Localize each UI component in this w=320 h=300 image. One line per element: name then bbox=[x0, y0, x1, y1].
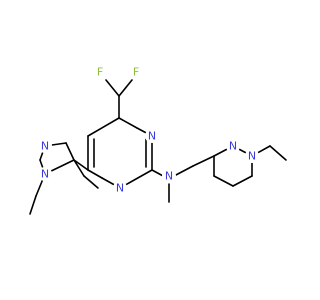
label-n-left-2: N bbox=[41, 168, 49, 181]
bond-right-8 bbox=[269, 145, 287, 161]
bond-pyr-1 bbox=[118, 117, 138, 129]
bond-right-3 bbox=[232, 175, 253, 187]
atom-n-amine: N bbox=[162, 169, 176, 183]
atom-n-right-2: N bbox=[245, 149, 259, 163]
bond-amine-3 bbox=[173, 165, 194, 177]
atom-f2: F bbox=[129, 65, 143, 79]
atom-n-left-2: N bbox=[38, 167, 52, 181]
atom-layer: F F N N N N N N bbox=[38, 65, 259, 195]
molecule-diagram: F F N N N N N N bbox=[29, 65, 287, 215]
bond-left-2 bbox=[65, 142, 75, 161]
bond-pyr-6 bbox=[87, 169, 103, 179]
label-n-right-2: N bbox=[248, 150, 256, 163]
bond-left-10 bbox=[83, 175, 99, 189]
bond-left-1 bbox=[73, 159, 89, 171]
bond-right-2 bbox=[213, 175, 234, 187]
bond-pyr-8 bbox=[87, 117, 120, 137]
atom-n-right-1: N bbox=[226, 139, 240, 153]
bond-left-8 bbox=[29, 195, 37, 215]
label-n-left-1: N bbox=[41, 140, 49, 153]
atom-n-left-1: N bbox=[38, 139, 52, 153]
bond-amine-4 bbox=[192, 155, 215, 167]
bond-left-9 bbox=[73, 159, 85, 177]
atom-f1: F bbox=[93, 65, 107, 79]
label-n-pyr-bottom: N bbox=[116, 182, 124, 195]
atom-n-pyr-top: N bbox=[145, 129, 159, 143]
atom-n-pyr-bottom: N bbox=[113, 181, 127, 195]
label-n-right-1: N bbox=[229, 140, 237, 153]
label-n-amine: N bbox=[165, 170, 173, 183]
label-f2: F bbox=[133, 66, 139, 79]
bond-chf2-f1 bbox=[105, 79, 120, 97]
label-f1: F bbox=[97, 66, 103, 79]
label-n-pyr-top: N bbox=[148, 130, 156, 143]
bond-chf2-f2 bbox=[118, 79, 133, 97]
bond-layer bbox=[29, 79, 287, 215]
